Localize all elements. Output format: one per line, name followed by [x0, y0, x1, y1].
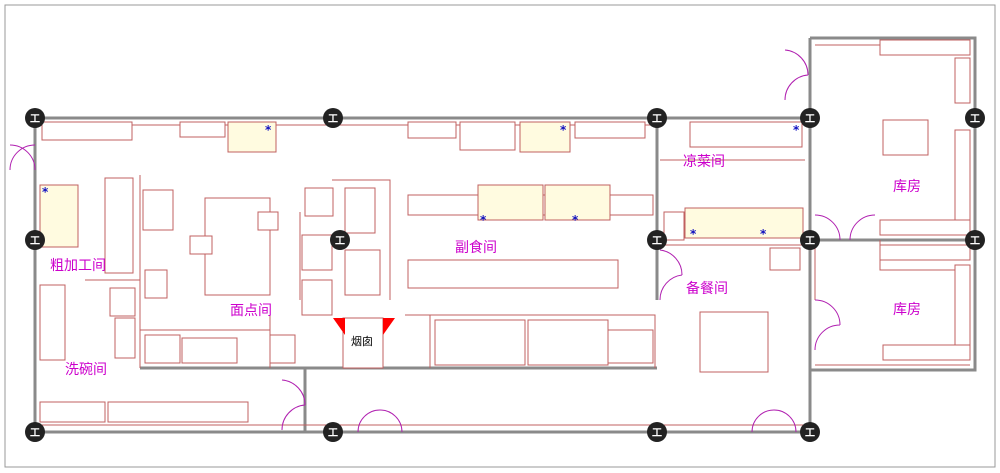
column: 工	[647, 230, 667, 250]
room-label-dishwashing: 洗碗间	[65, 362, 107, 378]
doors	[9, 49, 876, 433]
room-label-rough-processing: 粗加工间	[50, 258, 106, 274]
svg-text:工: 工	[805, 236, 815, 247]
walls	[33, 36, 977, 434]
room-label-pastry: 面点间	[230, 303, 272, 319]
column: 工	[25, 108, 45, 128]
room-label-chimney: 烟囱	[351, 334, 373, 348]
svg-text:*: *	[560, 123, 567, 137]
column: 工	[25, 422, 45, 442]
svg-text:*: *	[265, 123, 272, 137]
svg-text:*: *	[690, 227, 697, 241]
column: 工	[323, 108, 343, 128]
svg-text:*: *	[793, 123, 800, 137]
svg-text:工: 工	[30, 428, 40, 439]
column: 工	[330, 230, 350, 250]
room-label-side-dish: 副食间	[455, 239, 497, 256]
room-label-storage-1: 库房	[893, 179, 921, 195]
svg-text:工: 工	[652, 236, 662, 247]
column: 工	[800, 422, 820, 442]
equipment-marks: * * * * * * * *	[42, 123, 800, 241]
svg-text:工: 工	[970, 236, 980, 247]
svg-text:*: *	[760, 227, 767, 241]
column: 工	[25, 230, 45, 250]
svg-text:工: 工	[652, 114, 662, 125]
column: 工	[647, 108, 667, 128]
svg-text:工: 工	[970, 114, 980, 125]
drawing-frame	[4, 4, 996, 468]
column: 工	[800, 230, 820, 250]
column: 工	[800, 108, 820, 128]
svg-text:工: 工	[805, 114, 815, 125]
column: 工	[647, 422, 667, 442]
svg-text:工: 工	[30, 114, 40, 125]
column: 工	[965, 108, 985, 128]
equipment	[39, 39, 971, 423]
column: 工	[323, 422, 343, 442]
room-label-cold-dish: 凉菜间	[683, 154, 725, 170]
structural-columns: 工 工 工 工 工 工 工 工 工 工 工 工 工 工	[25, 108, 985, 442]
room-label-serving-prep: 备餐间	[686, 280, 728, 297]
svg-text:*: *	[480, 213, 487, 227]
svg-text:工: 工	[335, 236, 345, 247]
svg-text:工: 工	[805, 428, 815, 439]
room-label-storage-2: 库房	[893, 302, 921, 318]
svg-text:*: *	[42, 185, 49, 199]
svg-text:工: 工	[30, 236, 40, 247]
svg-text:工: 工	[328, 428, 338, 439]
svg-text:*: *	[572, 213, 579, 227]
svg-text:工: 工	[652, 428, 662, 439]
svg-text:工: 工	[328, 114, 338, 125]
column: 工	[965, 230, 985, 250]
